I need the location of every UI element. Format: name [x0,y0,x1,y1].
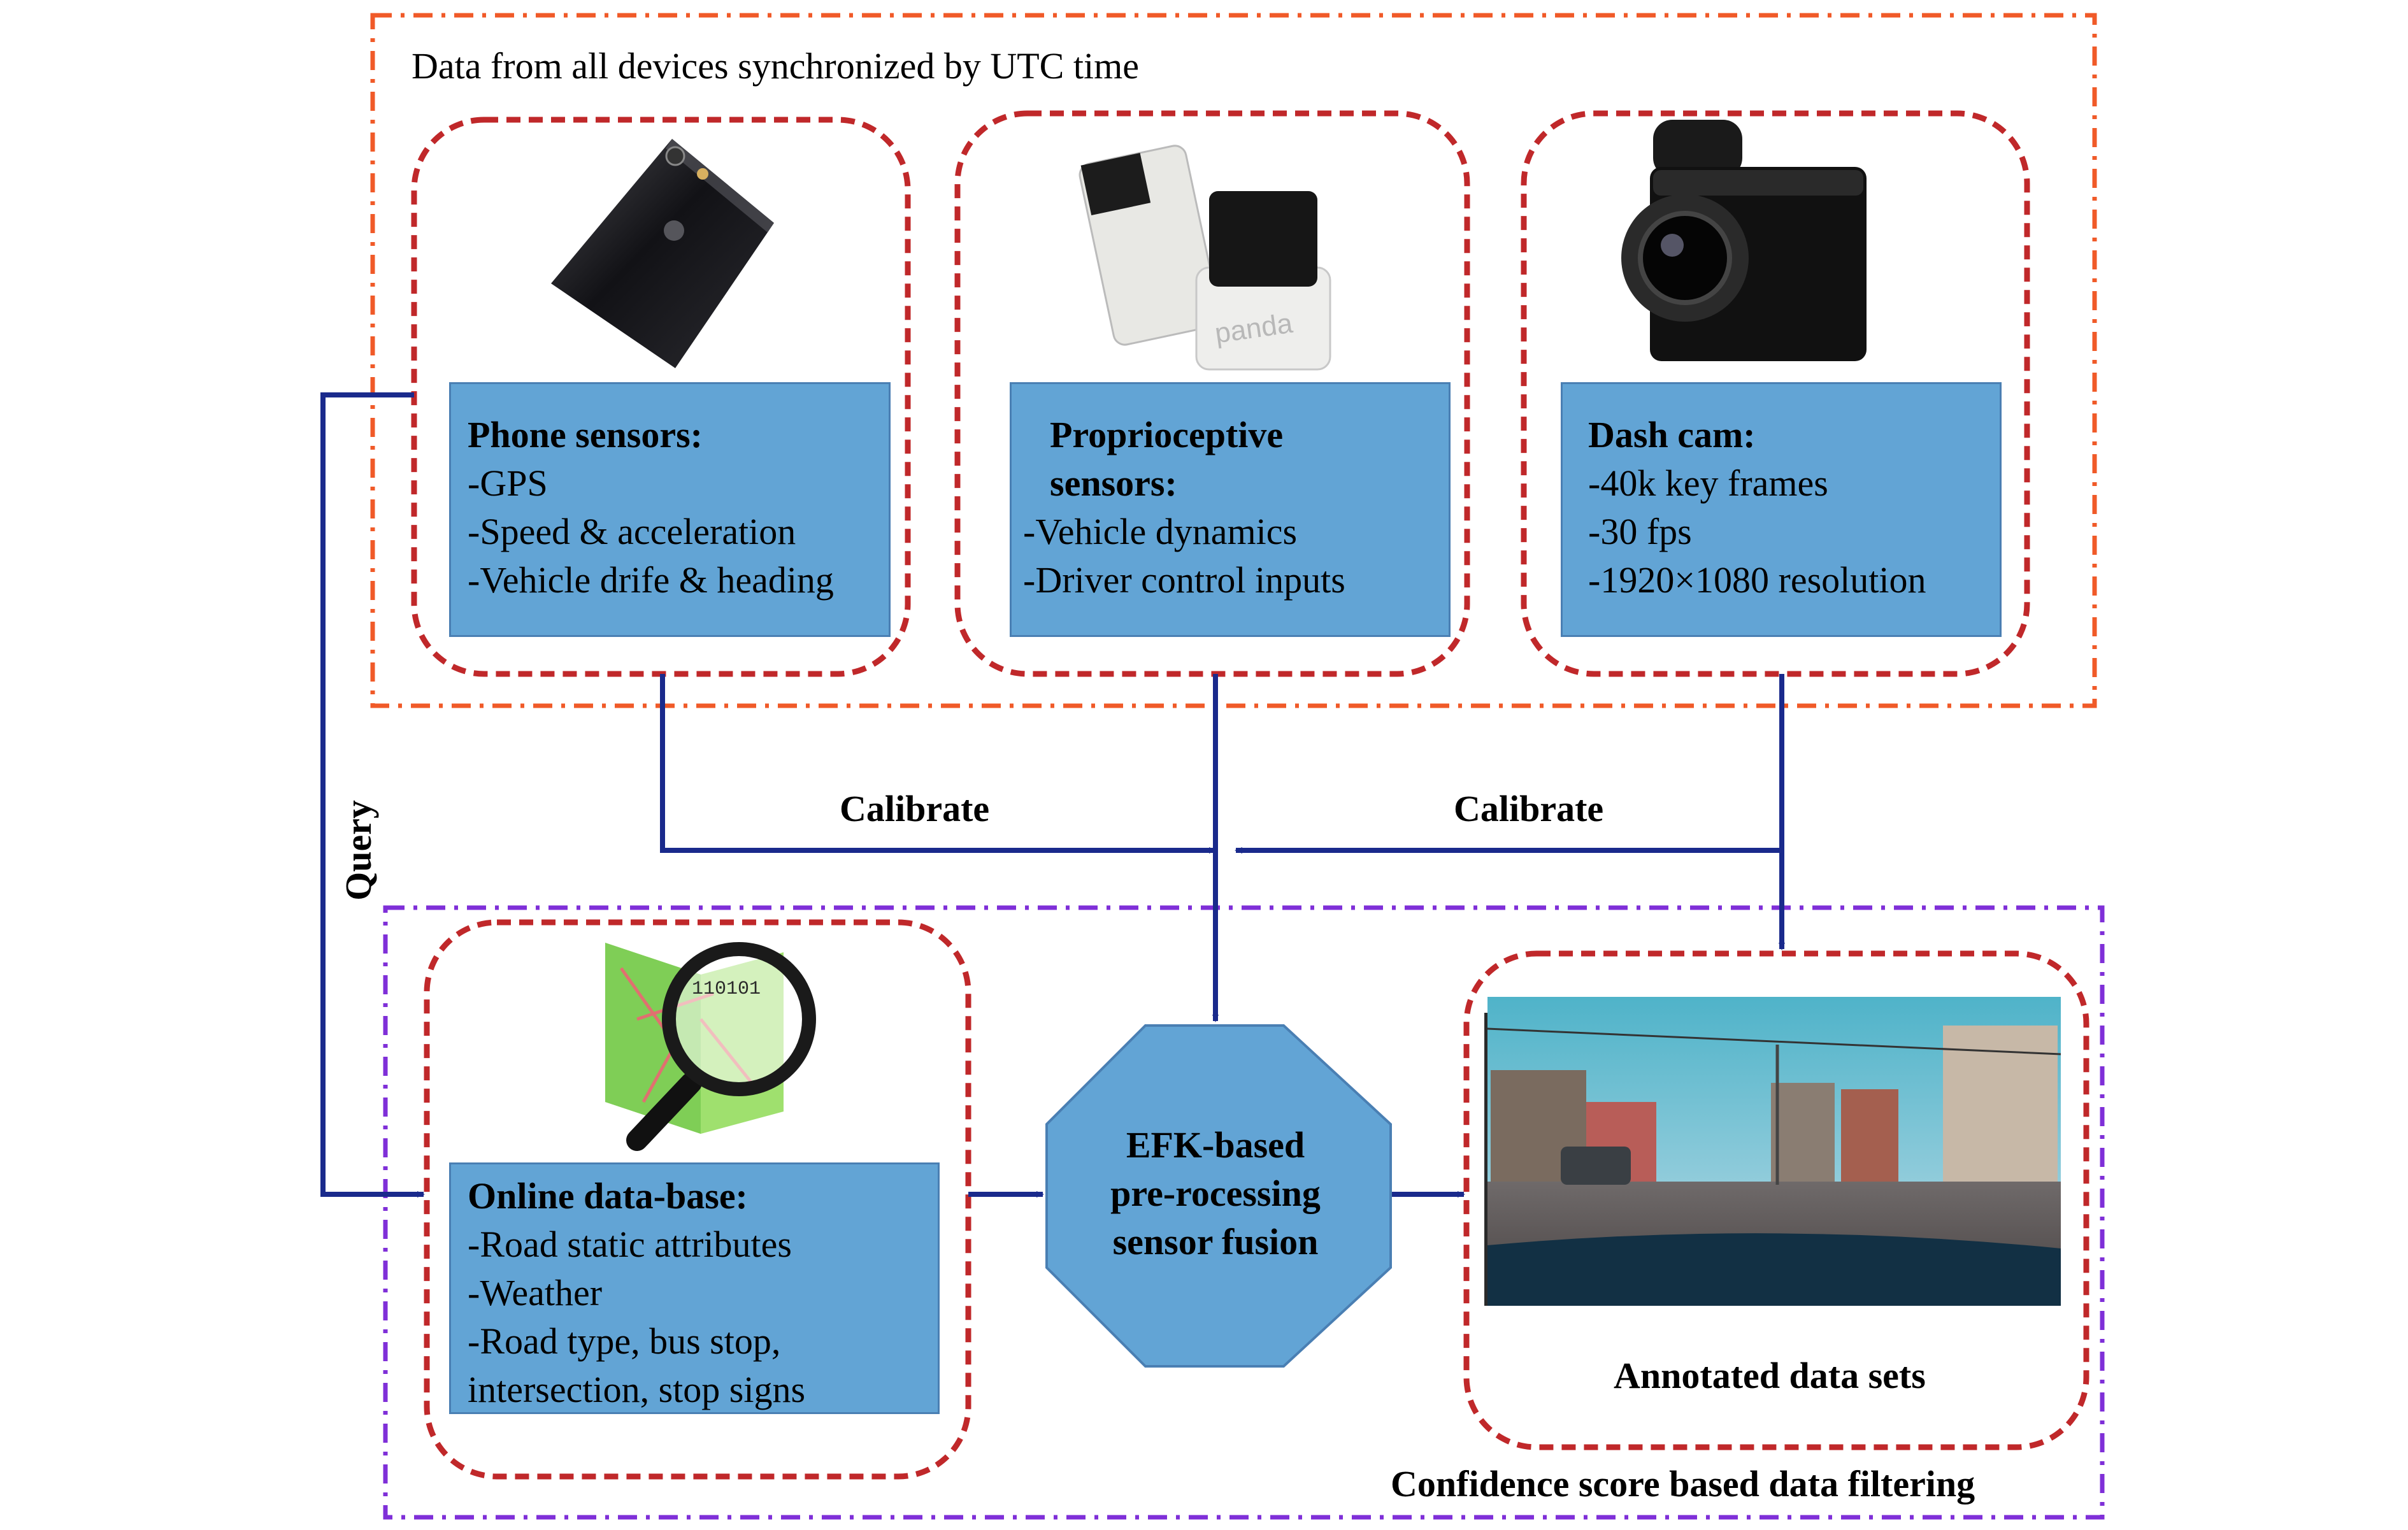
phone-line: -GPS [468,462,548,504]
street-photo-image [1484,997,2061,1306]
proprio-sensors-box: Proprioceptive sensors: -Vehicle dynamic… [1010,382,1451,637]
dashcam-image [1621,120,1867,361]
fusion-octagon [1045,1024,1392,1368]
online-line: intersection, stop signs [468,1369,806,1410]
proprio-heading-1: Proprioceptive [1050,414,1284,455]
online-line: -Road static attributes [468,1224,792,1265]
dashcam-line: -30 fps [1588,511,1692,552]
calibrate-right-label: Calibrate [1454,788,1604,829]
query-label: Query [338,800,379,901]
dashcam-node-border [1521,110,2030,677]
annotated-node-border [1463,950,2089,1450]
obd-devices-image: panda [1079,145,1331,371]
proprio-line: -Driver control inputs [1023,559,1345,601]
binary-text: 110101 [692,978,761,1000]
map-magnifier-image: 110101 [605,942,816,1151]
fusion-line: sensor fusion [1112,1221,1319,1262]
calibrate-left-label: Calibrate [840,788,990,829]
dashcam-box: Dash cam: -40k key frames -30 fps -1920×… [1561,382,2002,637]
proprio-heading-2: sensors: [1050,462,1177,504]
online-heading: Online data-base: [468,1175,748,1217]
online-line: -Weather [468,1272,603,1313]
sync-group-border [370,13,2097,708]
phone-line: -Speed & acceleration [468,511,796,552]
dashcam-line: -1920×1080 resolution [1588,559,1926,601]
dashcam-heading: Dash cam: [1588,414,1756,455]
query-arrow [320,392,425,1198]
phone-image [551,139,774,368]
fusion-label: EFK-based pre-rocessing sensor fusion [1050,1121,1381,1266]
proprio-node-border [954,110,1470,677]
filter-group-border [383,905,2105,1520]
dashcam-line: -40k key frames [1588,462,1828,504]
phone-line: -Vehicle drife & heading [468,559,834,601]
sync-group-title: Data from all devices synchronized by UT… [412,45,1139,87]
fusion-line: pre-rocessing [1110,1173,1321,1214]
calibrate-left-arrow [660,674,1217,854]
connectors [320,392,1785,1198]
online-line: -Road type, bus stop, [468,1320,781,1362]
online-node-border [424,919,971,1480]
filter-group-title: Confidence score based data filtering [1391,1463,1975,1505]
annotated-caption: Annotated data sets [1614,1355,1926,1396]
proprio-line: -Vehicle dynamics [1023,511,1298,552]
fusion-line: EFK-based [1126,1124,1305,1166]
online-database-box: Online data-base: -Road static attribute… [449,1162,940,1414]
phone-sensors-heading: Phone sensors: [468,414,703,455]
phone-sensors-box: Phone sensors: -GPS -Speed & acceleratio… [449,382,891,637]
